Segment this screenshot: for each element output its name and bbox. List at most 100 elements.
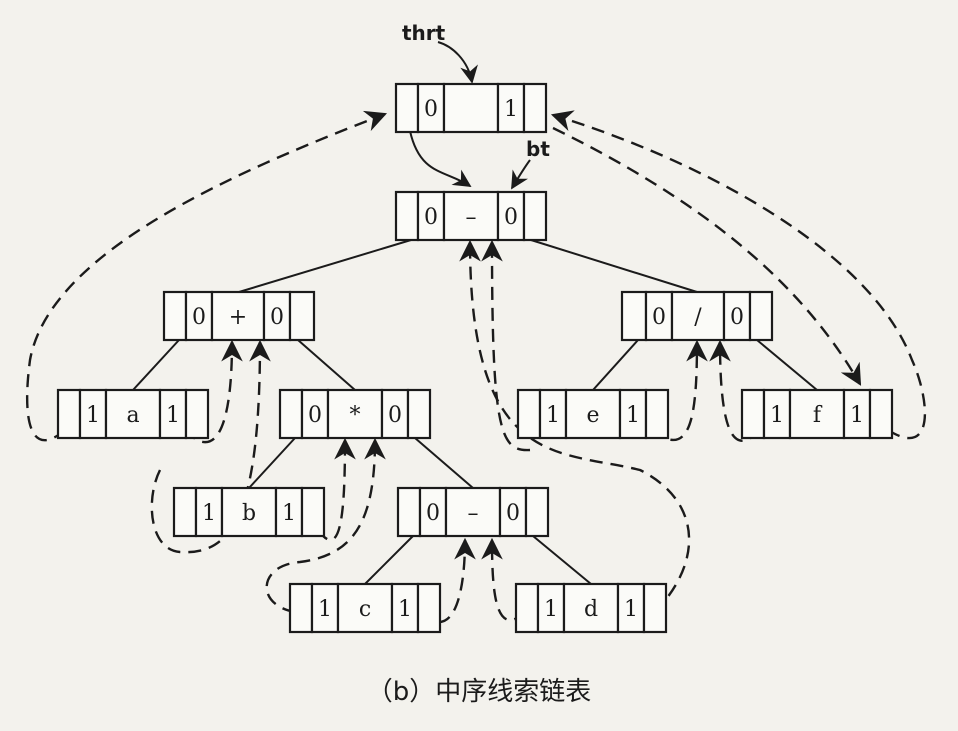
bt-label: bt [526,137,550,161]
thread-f-to-head [550,110,926,440]
node-head-rchild-cell [522,82,548,134]
node-f: 1 f 1 [740,388,894,440]
node-f-data-cell [788,388,846,440]
node-divide-ltag: 0 [652,305,666,330]
thread-b-to-times [317,437,356,542]
thrt-pointer [437,41,478,84]
bt-pointer [511,159,531,190]
edge-times-b [248,437,296,489]
node-times-lchild-cell [278,388,304,440]
node-e-data: e [586,403,599,428]
node-d-ltag-cell [536,582,566,634]
node-c-rchild-cell [416,582,442,634]
node-d-lchild-cell [514,582,540,634]
node-times-ltag: 0 [308,403,322,428]
node-f-ltag: 1 [770,403,784,428]
node-divide-rtag: 0 [730,305,744,330]
node-plus: 0 +0 [162,290,316,342]
node-f-rtag-cell [842,388,872,440]
edge-plus-a [132,339,180,391]
node-b-rtag: 1 [282,501,296,526]
node-minus-inner-lchild-cell [396,486,422,538]
node-divide: 0 / 0 [620,290,774,342]
node-c-data: c [359,597,371,622]
node-b-lchild-cell [172,486,198,538]
node-minus-root-lchild-cell [394,190,420,242]
head-pointers [409,41,531,190]
figure-caption: （b）中序线索链表 [366,677,592,707]
edge-minus-inner-c [364,535,414,585]
node-f-data: f [813,403,823,428]
thread-d-to-minus-root [459,239,691,613]
node-minus-root-ltag-cell [416,190,446,242]
node-plus-rtag: 0 [270,305,284,330]
node-b: 1 b 1 [172,486,326,538]
node-minus-inner-data: – [468,501,479,526]
node-minus-inner-ltag-cell [418,486,448,538]
node-d-rtag: 1 [624,597,638,622]
node-minus-root-rchild-cell [522,190,548,242]
node-c-ltag-cell [310,582,340,634]
node-head-rtag: 1 [504,97,518,122]
node-a-ltag: 1 [86,403,100,428]
node-divide-rchild-cell [748,290,774,342]
thread-b-to-plus [150,339,271,554]
node-minus-root-data-cell [442,190,500,242]
node-b-ltag: 1 [202,501,216,526]
thread-c-to-times [265,437,386,614]
node-f-rtag: 1 [850,403,864,428]
node-plus-data: + [229,305,247,330]
node-times-rtag: 0 [388,403,402,428]
node-d-rchild-cell [642,582,668,634]
node-a-rtag: 1 [166,403,180,428]
node-minus-inner-rtag: 0 [506,501,520,526]
thread-head-to-f [552,126,862,386]
node-d-ltag: 1 [544,597,558,622]
node-divide-data: / [694,305,702,330]
node-times-data-cell [326,388,384,440]
thread-e-to-divide [651,339,708,442]
edge-minus-root-divide [530,239,698,293]
edge-minus-inner-d [532,535,592,585]
thread-e-to-minus-root [481,239,531,452]
node-minus-root-rtag: 0 [504,205,518,230]
node-b-data: b [242,501,256,526]
edge-minus-root-plus [238,239,412,293]
node-d: 1 d 1 [514,582,668,634]
edge-plus-times [297,339,356,391]
node-b-rchild-cell [300,486,326,538]
node-minus-inner: 0 – 0 [396,486,550,538]
node-minus-inner-ltag: 0 [426,501,440,526]
node-head-lchild-cell [394,82,420,134]
node-c-data-cell [336,582,394,634]
node-e-rtag: 1 [626,403,640,428]
node-a-rchild-cell [184,388,210,440]
node-b-ltag-cell [194,486,224,538]
node-plus-rchild-cell [288,290,316,342]
node-c-lchild-cell [288,582,314,634]
node-e-rchild-cell [644,388,670,440]
edge-divide-f [756,339,818,391]
node-times-rchild-cell [406,388,432,440]
node-plus-ltag: 0 [192,305,206,330]
node-d-data: d [584,597,598,622]
node-c-rtag: 1 [398,597,412,622]
node-e-ltag-cell [538,388,568,440]
node-times: 0*0 [278,388,432,440]
tree-edges [132,239,818,585]
thread-c-to-minus-inner [419,537,476,624]
node-times-ltag-cell [300,388,330,440]
node-a-data: a [126,403,139,428]
node-plus-data-cell [210,290,266,342]
edge-divide-e [592,339,639,391]
node-f-lchild-cell [740,388,766,440]
node-minus-inner-rtag-cell [498,486,528,538]
node-minus-root-ltag: 0 [424,205,438,230]
node-minus-root: 0–0 [394,190,548,242]
node-a-rtag-cell [158,388,188,440]
